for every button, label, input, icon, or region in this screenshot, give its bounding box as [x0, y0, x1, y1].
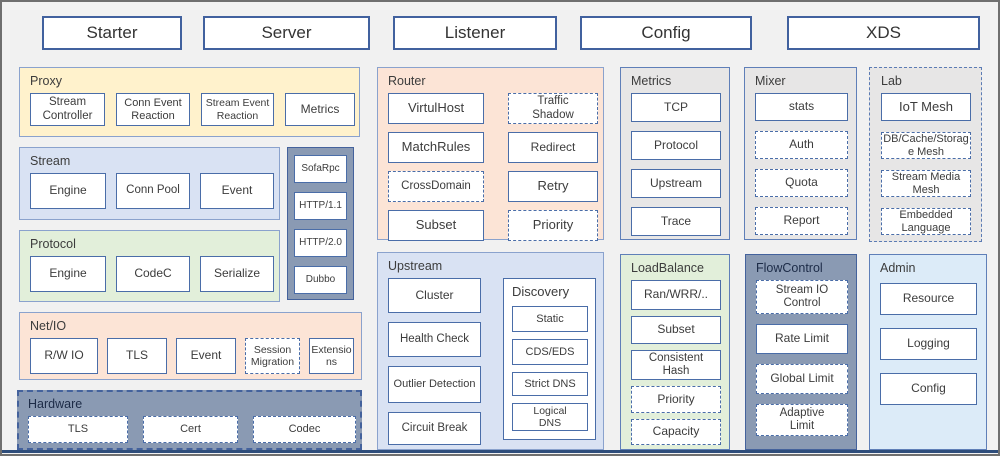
protocols-http20-box: HTTP/2.0 [294, 229, 347, 257]
loadbalance-consistent-hash-box: Consistent Hash [631, 350, 721, 380]
stream-engine-box: Engine [30, 173, 106, 209]
discovery-logical-dns-box: Logical DNS [512, 403, 588, 431]
section-lab-title: Lab [881, 74, 902, 88]
flowcontrol-adaptive-limit-box: Adaptive Limit [756, 404, 848, 436]
admin-resource-box: Resource [880, 283, 977, 315]
router-traffic-shadow-box: Traffic Shadow [508, 93, 598, 124]
hardware-tls-box: TLS [28, 416, 128, 443]
mixer-quota-box: Quota [755, 169, 848, 197]
section-netio-title: Net/IO [30, 319, 67, 333]
upstream-cluster-box: Cluster [388, 278, 481, 313]
section-loadbalance-title: LoadBalance [631, 261, 704, 275]
upstream-circuit-break-box: Circuit Break [388, 412, 481, 445]
lab-stream-media-mesh-box: Stream Media Mesh [881, 170, 971, 197]
bottom-accent-line [2, 450, 998, 453]
section-proxy: Proxy Stream Controller Conn Event React… [19, 67, 360, 137]
netio-event-box: Event [176, 338, 236, 374]
section-hardware-title: Hardware [28, 397, 83, 411]
tab-starter: Starter [42, 16, 182, 50]
mixer-auth-box: Auth [755, 131, 848, 159]
tab-server: Server [203, 16, 370, 50]
protocols-http11-box: HTTP/1.1 [294, 192, 347, 220]
stream-event-box: Event [200, 173, 274, 209]
section-protocol: Protocol Engine CodeC Serialize [19, 230, 280, 302]
metrics-tcp-box: TCP [631, 93, 721, 122]
protocols-dubbo-box: Dubbo [294, 266, 347, 294]
netio-session-migration-box: Session Migration [245, 338, 300, 374]
router-redirect-box: Redirect [508, 132, 598, 163]
section-netio: Net/IO R/W IO TLS Event Session Migratio… [19, 312, 362, 380]
section-upstream-title: Upstream [388, 259, 443, 273]
mixer-stats-box: stats [755, 93, 848, 121]
section-hardware: Hardware TLS Cert Codec [17, 390, 362, 450]
section-metrics: Metrics TCP Protocol Upstream Trace [620, 67, 730, 240]
section-stream-title: Stream [30, 154, 71, 168]
router-retry-box: Retry [508, 171, 598, 202]
section-router-title: Router [388, 74, 426, 88]
section-lab: Lab IoT Mesh DB/Cache/Storage Mesh Strea… [869, 67, 982, 242]
section-flowcontrol-title: FlowControl [756, 261, 823, 275]
metrics-trace-box: Trace [631, 207, 721, 236]
netio-tls-box: TLS [107, 338, 167, 374]
upstream-outlier-detection-box: Outlier Detection [388, 366, 481, 403]
proxy-stream-controller-box: Stream Controller [30, 93, 105, 126]
admin-logging-box: Logging [880, 328, 977, 360]
protocol-codec-box: CodeC [116, 256, 190, 292]
hardware-cert-box: Cert [143, 416, 238, 443]
proxy-stream-event-reaction-box: Stream Event Reaction [201, 93, 274, 126]
section-mixer-title: Mixer [755, 74, 786, 88]
netio-rw-io-box: R/W IO [30, 338, 98, 374]
section-protocol-title: Protocol [30, 237, 76, 251]
router-subset-box: Subset [388, 210, 484, 241]
admin-config-box: Config [880, 373, 977, 405]
section-admin: Admin Resource Logging Config [869, 254, 987, 450]
section-admin-title: Admin [880, 261, 916, 275]
discovery-cds-eds-box: CDS/EDS [512, 339, 588, 365]
section-upstream: Upstream Cluster Health Check Outlier De… [377, 252, 604, 450]
flowcontrol-global-limit-box: Global Limit [756, 364, 848, 394]
router-crossdomain-box: CrossDomain [388, 171, 484, 202]
loadbalance-ran-wrr-box: Ran/WRR/.. [631, 280, 721, 310]
router-virtulhost-box: VirtulHost [388, 93, 484, 124]
loadbalance-subset-box: Subset [631, 316, 721, 344]
section-mixer: Mixer stats Auth Quota Report [744, 67, 857, 240]
tab-xds: XDS [787, 16, 980, 50]
section-protocols-panel: SofaRpc HTTP/1.1 HTTP/2.0 Dubbo [287, 147, 354, 300]
tab-listener: Listener [393, 16, 557, 50]
protocol-serialize-box: Serialize [200, 256, 274, 292]
loadbalance-capacity-box: Capacity [631, 419, 721, 445]
metrics-upstream-box: Upstream [631, 169, 721, 198]
stream-conn-pool-box: Conn Pool [116, 173, 190, 209]
metrics-protocol-box: Protocol [631, 131, 721, 160]
section-proxy-title: Proxy [30, 74, 62, 88]
lab-iot-mesh-box: IoT Mesh [881, 93, 971, 121]
section-stream: Stream Engine Conn Pool Event [19, 147, 280, 220]
hardware-codec-box: Codec [253, 416, 356, 443]
proxy-conn-event-reaction-box: Conn Event Reaction [116, 93, 190, 126]
lab-embedded-language-box: Embedded Language [881, 208, 971, 235]
loadbalance-priority-box: Priority [631, 386, 721, 413]
mixer-report-box: Report [755, 207, 848, 235]
section-flowcontrol: FlowControl Stream IO Control Rate Limit… [745, 254, 857, 450]
upstream-health-check-box: Health Check [388, 322, 481, 357]
router-priority-box: Priority [508, 210, 598, 241]
section-router: Router VirtulHost Traffic Shadow MatchRu… [377, 67, 604, 241]
flowcontrol-rate-limit-box: Rate Limit [756, 324, 848, 354]
lab-db-cache-storage-mesh-box: DB/Cache/Storage Mesh [881, 132, 971, 159]
proxy-metrics-box: Metrics [285, 93, 355, 126]
protocol-engine-box: Engine [30, 256, 106, 292]
section-loadbalance: LoadBalance Ran/WRR/.. Subset Consistent… [620, 254, 730, 450]
router-matchrules-box: MatchRules [388, 132, 484, 163]
discovery-static-box: Static [512, 306, 588, 332]
upstream-discovery-title: Discovery [512, 284, 570, 299]
netio-extensions-box: Extensions [309, 338, 354, 374]
upstream-discovery-panel: Discovery Static CDS/EDS Strict DNS Logi… [503, 278, 596, 440]
flowcontrol-stream-io-control-box: Stream IO Control [756, 280, 848, 314]
tab-config: Config [580, 16, 752, 50]
protocols-sofarpc-box: SofaRpc [294, 155, 347, 183]
discovery-strict-dns-box: Strict DNS [512, 372, 588, 396]
section-metrics-title: Metrics [631, 74, 672, 88]
